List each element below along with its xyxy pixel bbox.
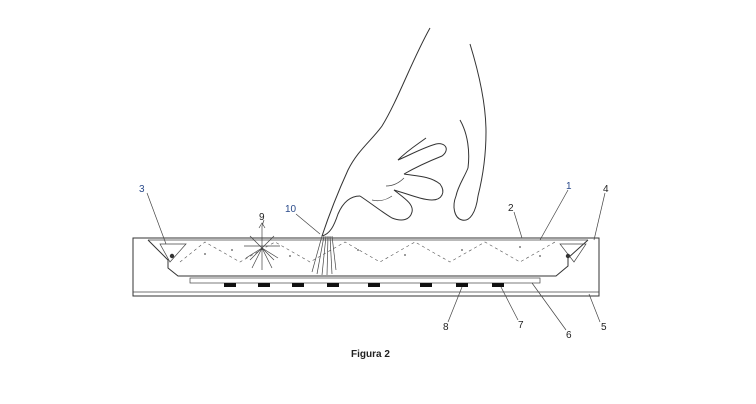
leader-4 xyxy=(593,192,606,241)
label-4: 4 xyxy=(603,184,609,195)
leader-lines xyxy=(146,189,606,331)
leader-8 xyxy=(447,286,463,323)
label-5: 5 xyxy=(601,322,607,333)
light-guide xyxy=(147,239,589,277)
hand-drawing xyxy=(321,27,487,237)
leader-6 xyxy=(531,282,567,331)
label-8: 8 xyxy=(443,322,449,333)
touch-scatter-10 xyxy=(311,235,337,276)
label-1: 1 xyxy=(566,181,572,192)
leader-3 xyxy=(146,192,167,245)
label-2: 2 xyxy=(508,203,514,214)
right-prism xyxy=(559,243,587,263)
right-source-dot xyxy=(565,253,571,259)
leader-9 xyxy=(261,219,265,227)
left-prism xyxy=(159,243,187,263)
leader-2 xyxy=(513,211,523,239)
zigzag-ray xyxy=(179,241,556,263)
leader-7 xyxy=(500,286,519,321)
leader-5 xyxy=(588,293,601,323)
outer-frame xyxy=(132,237,600,297)
reference-labels: 3 9 10 1 2 4 5 6 7 8 xyxy=(139,181,609,341)
figure-caption: Figura 2 xyxy=(351,349,390,360)
label-3: 3 xyxy=(139,184,145,195)
sensors xyxy=(224,283,504,287)
sensor-strip xyxy=(189,277,541,287)
scatter-point-9 xyxy=(244,222,280,270)
leader-1 xyxy=(539,189,569,241)
sensor-board xyxy=(189,277,541,284)
label-9: 9 xyxy=(259,212,265,223)
label-7: 7 xyxy=(518,320,524,331)
left-source-dot xyxy=(169,253,175,259)
leader-10 xyxy=(295,213,321,235)
label-10: 10 xyxy=(285,204,297,215)
light-guide-outline xyxy=(147,239,589,277)
panel-housing xyxy=(132,237,600,297)
label-6: 6 xyxy=(566,330,572,341)
tir-path xyxy=(179,241,556,263)
